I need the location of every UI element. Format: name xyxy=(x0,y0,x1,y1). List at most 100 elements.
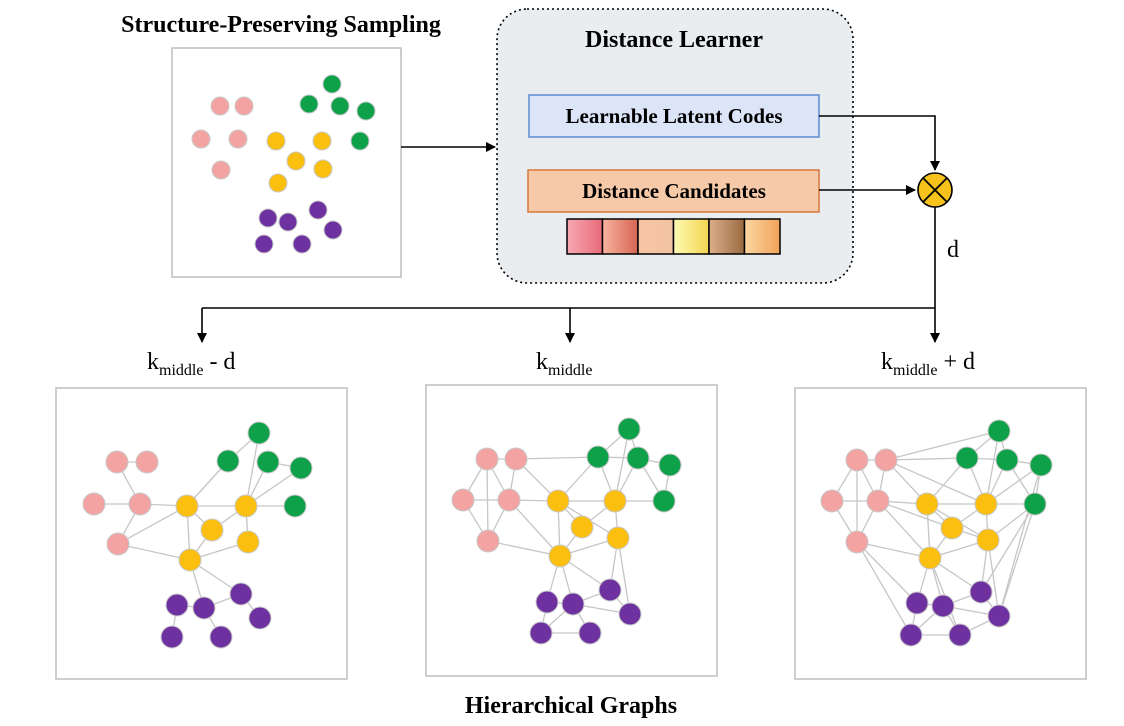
distance-candidate-swatches xyxy=(566,218,781,255)
sample-node xyxy=(228,129,248,149)
latent-codes-label: Learnable Latent Codes xyxy=(566,104,783,128)
graph-node xyxy=(618,602,642,626)
sample-node xyxy=(313,159,333,179)
graph-node xyxy=(234,494,258,518)
sample-node xyxy=(191,129,211,149)
graph-edge xyxy=(245,432,260,507)
graph-node xyxy=(598,578,622,602)
multiply-icon xyxy=(917,172,953,208)
graph-node xyxy=(128,492,152,516)
graph-edge xyxy=(487,540,561,557)
candidate-swatch xyxy=(672,218,710,255)
graph-1 xyxy=(82,421,313,649)
candidate-swatch xyxy=(637,218,675,255)
graph-edge xyxy=(885,430,1000,461)
graph-node xyxy=(987,419,1011,443)
graph-edge xyxy=(617,537,631,615)
graph-node xyxy=(603,489,627,513)
graph-node xyxy=(845,448,869,472)
sample-node xyxy=(258,208,278,228)
graph-node xyxy=(165,593,189,617)
graph-node xyxy=(1029,453,1053,477)
graph-node xyxy=(658,453,682,477)
sample-node xyxy=(299,94,319,114)
graph-node xyxy=(969,580,993,604)
candidate-swatch xyxy=(566,218,604,255)
graph-label-3-sub: middle xyxy=(893,362,937,379)
sample-node xyxy=(308,200,328,220)
distance-candidates-box xyxy=(527,169,820,213)
graph-node xyxy=(606,526,630,550)
output-label-d: d xyxy=(947,237,959,263)
distance-candidates-label: Distance Candidates xyxy=(582,179,766,203)
graph-edge xyxy=(515,456,599,460)
graph-node xyxy=(497,488,521,512)
graph-node xyxy=(905,591,929,615)
graph-edge xyxy=(856,541,918,604)
graph-node xyxy=(987,604,1011,628)
graph-edge xyxy=(508,499,561,557)
graph-node xyxy=(948,623,972,647)
sample-node xyxy=(350,131,370,151)
graph-edge xyxy=(985,430,1000,505)
graph-node xyxy=(175,494,199,518)
graph-node xyxy=(866,489,890,513)
graph-node xyxy=(200,518,224,542)
sample-node xyxy=(266,131,286,151)
graph-node xyxy=(229,582,253,606)
sample-node xyxy=(323,220,343,240)
graph-node xyxy=(1023,492,1047,516)
sample-node xyxy=(211,160,231,180)
graph-panel-3 xyxy=(794,387,1087,680)
graph-node xyxy=(216,449,240,473)
graph-2 xyxy=(451,417,682,645)
graph-node xyxy=(529,621,553,645)
graph-node xyxy=(874,448,898,472)
graph-panel-2 xyxy=(425,384,718,677)
graph-node xyxy=(82,492,106,516)
graph-node xyxy=(918,546,942,570)
graph-node xyxy=(283,494,307,518)
graph-node xyxy=(504,447,528,471)
graph-node xyxy=(955,446,979,470)
graph-node xyxy=(476,529,500,553)
sample-node xyxy=(210,96,230,116)
graph-node xyxy=(915,492,939,516)
graph-node xyxy=(845,530,869,554)
learner-title: Distance Learner xyxy=(585,27,763,53)
distance-learner-box xyxy=(496,8,854,284)
graph-node xyxy=(626,446,650,470)
graph-edge xyxy=(117,543,191,561)
sample-node xyxy=(268,173,288,193)
graph-node xyxy=(475,447,499,471)
graph-node xyxy=(617,417,641,441)
graph-edge xyxy=(998,503,1036,617)
graph-edge xyxy=(614,428,630,502)
graph-label-1-base: k xyxy=(147,349,159,375)
graph-node xyxy=(236,530,260,554)
graph-node xyxy=(248,606,272,630)
graph-node xyxy=(106,532,130,556)
sampling-panel xyxy=(171,47,402,278)
graph-node xyxy=(289,456,313,480)
graph-node xyxy=(256,450,280,474)
graph-node xyxy=(160,625,184,649)
graph-node xyxy=(247,421,271,445)
sample-node xyxy=(254,234,274,254)
graph-label-1-sub: middle xyxy=(159,362,203,379)
sample-node xyxy=(322,74,342,94)
graph-node xyxy=(586,445,610,469)
graph-label-3: kmiddle + d xyxy=(881,349,975,379)
graph-node xyxy=(209,625,233,649)
graph-label-2-sub: middle xyxy=(548,362,592,379)
sample-node xyxy=(292,234,312,254)
sample-node xyxy=(278,212,298,232)
graph-edge xyxy=(856,541,912,636)
sample-node xyxy=(234,96,254,116)
graph-node xyxy=(820,489,844,513)
graph-node xyxy=(451,488,475,512)
graph-node xyxy=(976,528,1000,552)
graph-node xyxy=(535,590,559,614)
graph-node xyxy=(546,489,570,513)
